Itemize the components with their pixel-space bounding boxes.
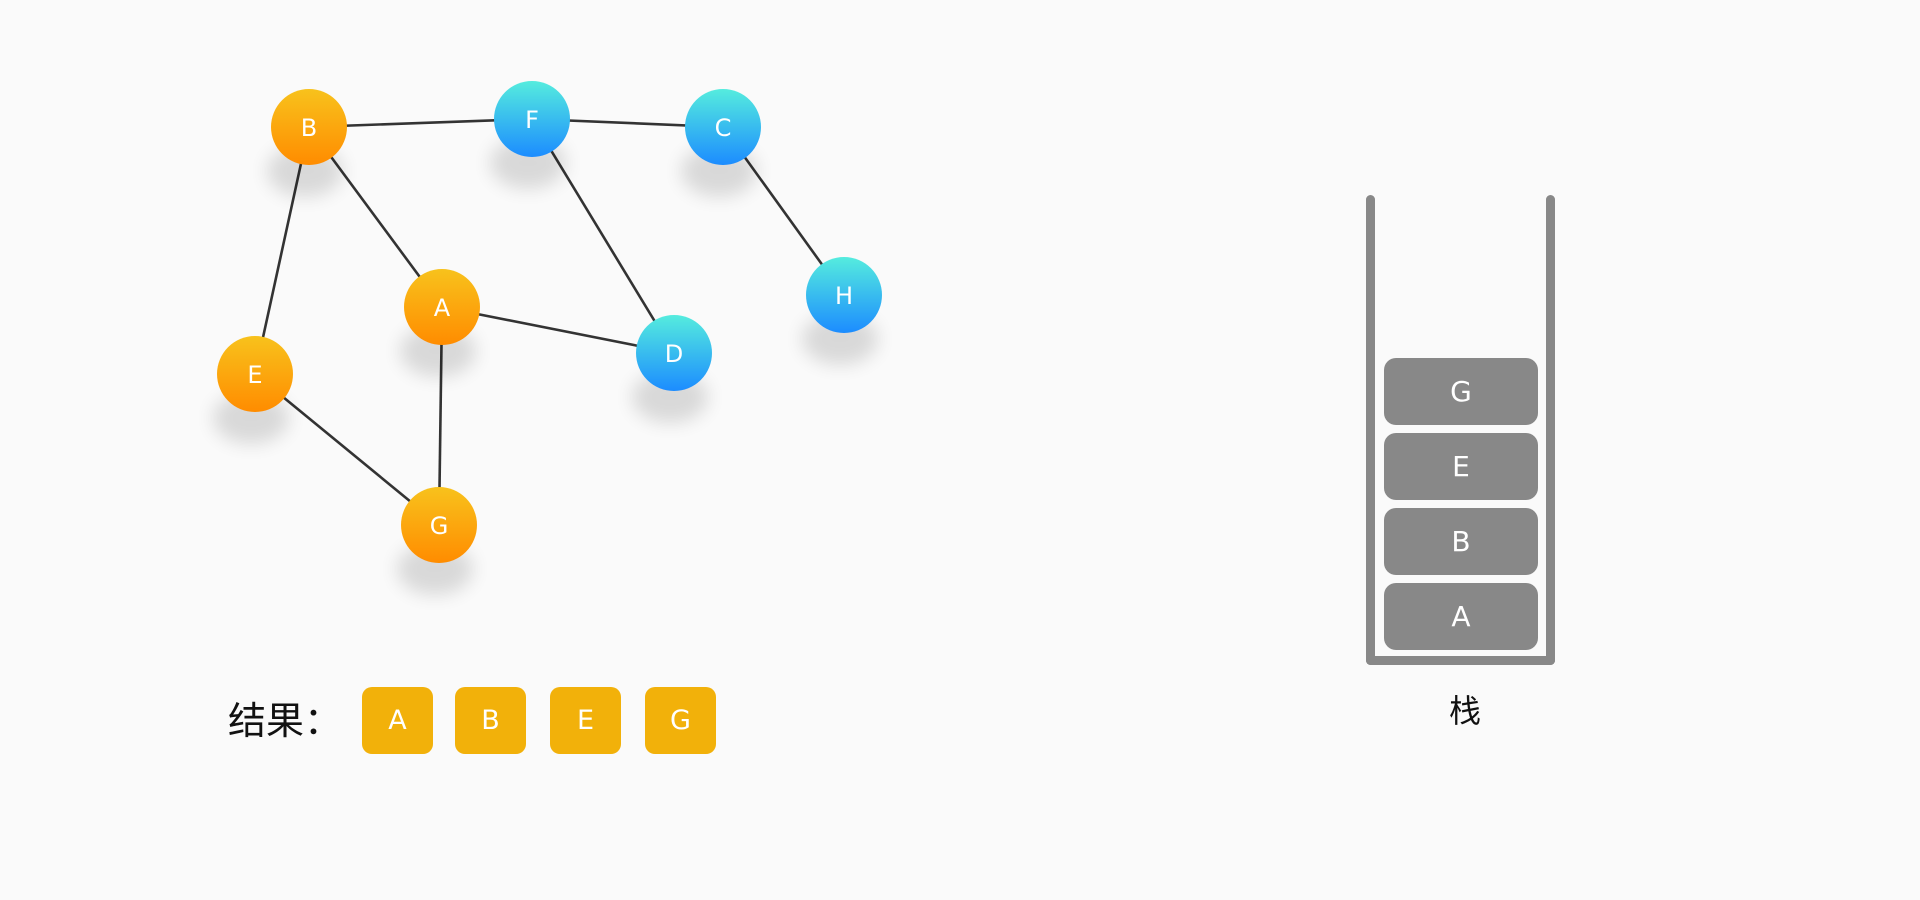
node-circle-B: [271, 89, 347, 165]
graph-node-B: B: [271, 89, 347, 165]
graph-node-H: H: [806, 257, 882, 333]
node-circle-F: [494, 81, 570, 157]
graph-node-D: D: [636, 315, 712, 391]
stack-caption: 栈: [1448, 692, 1481, 730]
edge-E-G: [254, 372, 440, 527]
node-label-D: D: [665, 340, 683, 368]
stack-left-wall: [1366, 195, 1375, 665]
node-circle-E: [217, 336, 293, 412]
graph-node-C: C: [685, 89, 761, 165]
node-circle-D: [636, 315, 712, 391]
stack-right-wall: [1546, 195, 1555, 665]
nodes-layer: B F C A D H E G: [217, 81, 882, 563]
stack-item-top: G: [1384, 358, 1538, 425]
stack-item-3: B: [1384, 508, 1538, 575]
node-label-A: A: [434, 294, 451, 322]
stack-item-bottom: A: [1384, 583, 1538, 650]
result-item-2: B: [455, 687, 526, 754]
node-label-C: C: [715, 114, 732, 142]
node-label-H: H: [835, 282, 853, 310]
node-label-B: B: [301, 114, 317, 142]
graph-node-A: A: [404, 269, 480, 345]
node-label-F: F: [525, 106, 539, 134]
edge-A-D: [441, 305, 675, 355]
graph-node-F: F: [494, 81, 570, 157]
node-circle-H: [806, 257, 882, 333]
node-label-E: E: [247, 361, 262, 389]
result-item-1: A: [362, 687, 433, 754]
stack-item-2: E: [1384, 433, 1538, 500]
result-label: 结果：: [228, 699, 343, 743]
node-circle-C: [685, 89, 761, 165]
node-circle-G: [401, 487, 477, 563]
graph-node-G: G: [401, 487, 477, 563]
result-item-4: G: [645, 687, 716, 754]
node-circle-A: [404, 269, 480, 345]
graph-node-E: E: [217, 336, 293, 412]
node-label-G: G: [430, 512, 449, 540]
stack-bottom-wall: [1366, 656, 1555, 665]
result-item-3: E: [550, 687, 621, 754]
